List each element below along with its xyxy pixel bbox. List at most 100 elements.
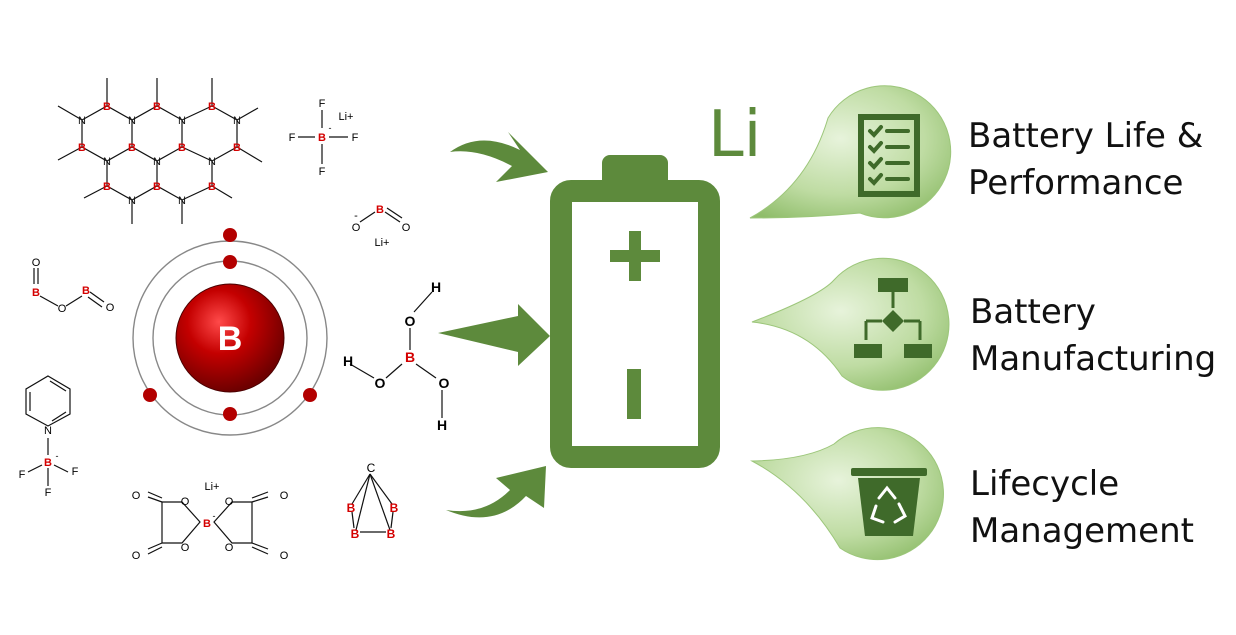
outcome-label-line: Battery <box>970 292 1096 332</box>
f-label: F <box>72 466 79 478</box>
battery-icon <box>550 155 720 468</box>
b2o3-molecule: O B O B O <box>32 257 115 315</box>
outcome-bubble-3 <box>750 427 944 561</box>
f-label: F <box>319 166 326 178</box>
b-label: B <box>44 457 52 469</box>
h-label: H <box>431 279 441 295</box>
lithium-label: Li <box>708 98 762 172</box>
c-label: C <box>367 461 376 475</box>
outcome-bubble-1 <box>749 85 952 219</box>
bn-b-label: B <box>208 181 216 193</box>
f-label: F <box>45 487 52 499</box>
input-arrows <box>438 132 550 518</box>
minus-sign <box>627 369 641 419</box>
electron <box>223 228 237 242</box>
o-label: O <box>32 257 41 269</box>
battery-body <box>550 180 720 468</box>
carborane-molecule: C B B B B <box>347 461 399 541</box>
o-label: O <box>181 542 190 554</box>
atom-symbol: B <box>218 320 243 358</box>
f-label: F <box>289 132 296 144</box>
b-label: B <box>347 501 356 515</box>
o-label: O <box>280 550 289 562</box>
bn-n-label: N <box>208 156 216 168</box>
b-label: B <box>405 349 415 365</box>
h-label: H <box>343 353 353 369</box>
o-label: O <box>405 313 416 329</box>
bn-n-label: N <box>128 115 136 127</box>
outcome-label-line: Battery Life & <box>968 116 1204 156</box>
boron-atom: B <box>132 228 328 436</box>
bn-n-label: N <box>128 195 136 207</box>
libob-molecule: O O O O B - O O O O Li+ <box>132 481 289 562</box>
o-label: O <box>280 490 289 502</box>
bn-b-label: B <box>103 101 111 113</box>
bn-b-label: B <box>153 181 161 193</box>
bn-b-label: B <box>103 181 111 193</box>
o-label: O <box>132 490 141 502</box>
b-label: B <box>387 527 396 541</box>
minus-label: - <box>354 210 358 222</box>
recycle-bin-icon <box>851 468 927 536</box>
minus-label: - <box>329 123 332 133</box>
f-label: F <box>352 132 359 144</box>
arrow-bottom <box>446 466 546 518</box>
o-label: O <box>439 375 450 391</box>
outcome-label-line: Manufacturing <box>970 339 1217 379</box>
arrow-top <box>450 132 548 182</box>
flowchart-icon <box>854 278 932 358</box>
nucleus <box>175 283 285 393</box>
bn-sheet-molecule <box>57 78 263 224</box>
bn-sheet-atom-labels: N B N B N B N B N B N B N B B N B N B <box>78 101 241 207</box>
bn-n-label: N <box>103 156 111 168</box>
b-label: B <box>351 527 360 541</box>
electrons <box>143 228 317 421</box>
b-label: B <box>376 204 384 216</box>
o-label: O <box>402 222 411 234</box>
outcome-label-line: Management <box>970 511 1194 551</box>
bn-n-label: N <box>178 195 186 207</box>
arrow-middle <box>438 304 550 366</box>
n-label: N <box>44 425 52 437</box>
bn-b-label: B <box>153 101 161 113</box>
plus-sign-v <box>629 231 641 281</box>
li-ion-label: Li+ <box>339 111 354 123</box>
outcome-label-manufacturing: Battery Manufacturing <box>970 289 1216 383</box>
bn-n-label: N <box>78 115 86 127</box>
f-label: F <box>319 98 326 110</box>
minus-label: - <box>56 451 59 461</box>
b-label: B <box>32 287 40 299</box>
o-label: O <box>132 550 141 562</box>
o-label: O <box>352 222 361 234</box>
outcome-label-lifecycle: Lifecycle Management <box>970 461 1194 555</box>
bn-b-label: B <box>208 101 216 113</box>
bn-b-label: B <box>128 142 136 154</box>
electron <box>223 255 237 269</box>
o-label: O <box>225 496 234 508</box>
o-label: O <box>106 302 115 314</box>
outcome-bubble-2 <box>751 257 950 391</box>
outcome-label-line: Lifecycle <box>970 464 1120 504</box>
pyridine-bf3-molecule: N B - F F F <box>19 375 79 499</box>
b-label: B <box>203 518 211 530</box>
o-label: O <box>58 303 67 315</box>
minus-label: - <box>213 511 216 521</box>
libo2-molecule: O - B O Li+ <box>352 204 411 249</box>
electron <box>303 388 317 402</box>
h-label: H <box>437 417 447 433</box>
o-label: O <box>181 496 190 508</box>
b-label: B <box>318 132 326 144</box>
o-label: O <box>375 375 386 391</box>
li-ion-label: Li+ <box>205 481 220 493</box>
checklist-icon <box>858 114 920 197</box>
bn-b-label: B <box>178 142 186 154</box>
electron <box>223 407 237 421</box>
bn-b-label: B <box>78 142 86 154</box>
outcome-label-battery-life: Battery Life & Performance <box>968 113 1203 207</box>
b-label: B <box>82 285 90 297</box>
libf4-molecule: F B - F F F Li+ <box>289 98 359 178</box>
b-label: B <box>390 501 399 515</box>
bn-n-label: N <box>233 115 241 127</box>
